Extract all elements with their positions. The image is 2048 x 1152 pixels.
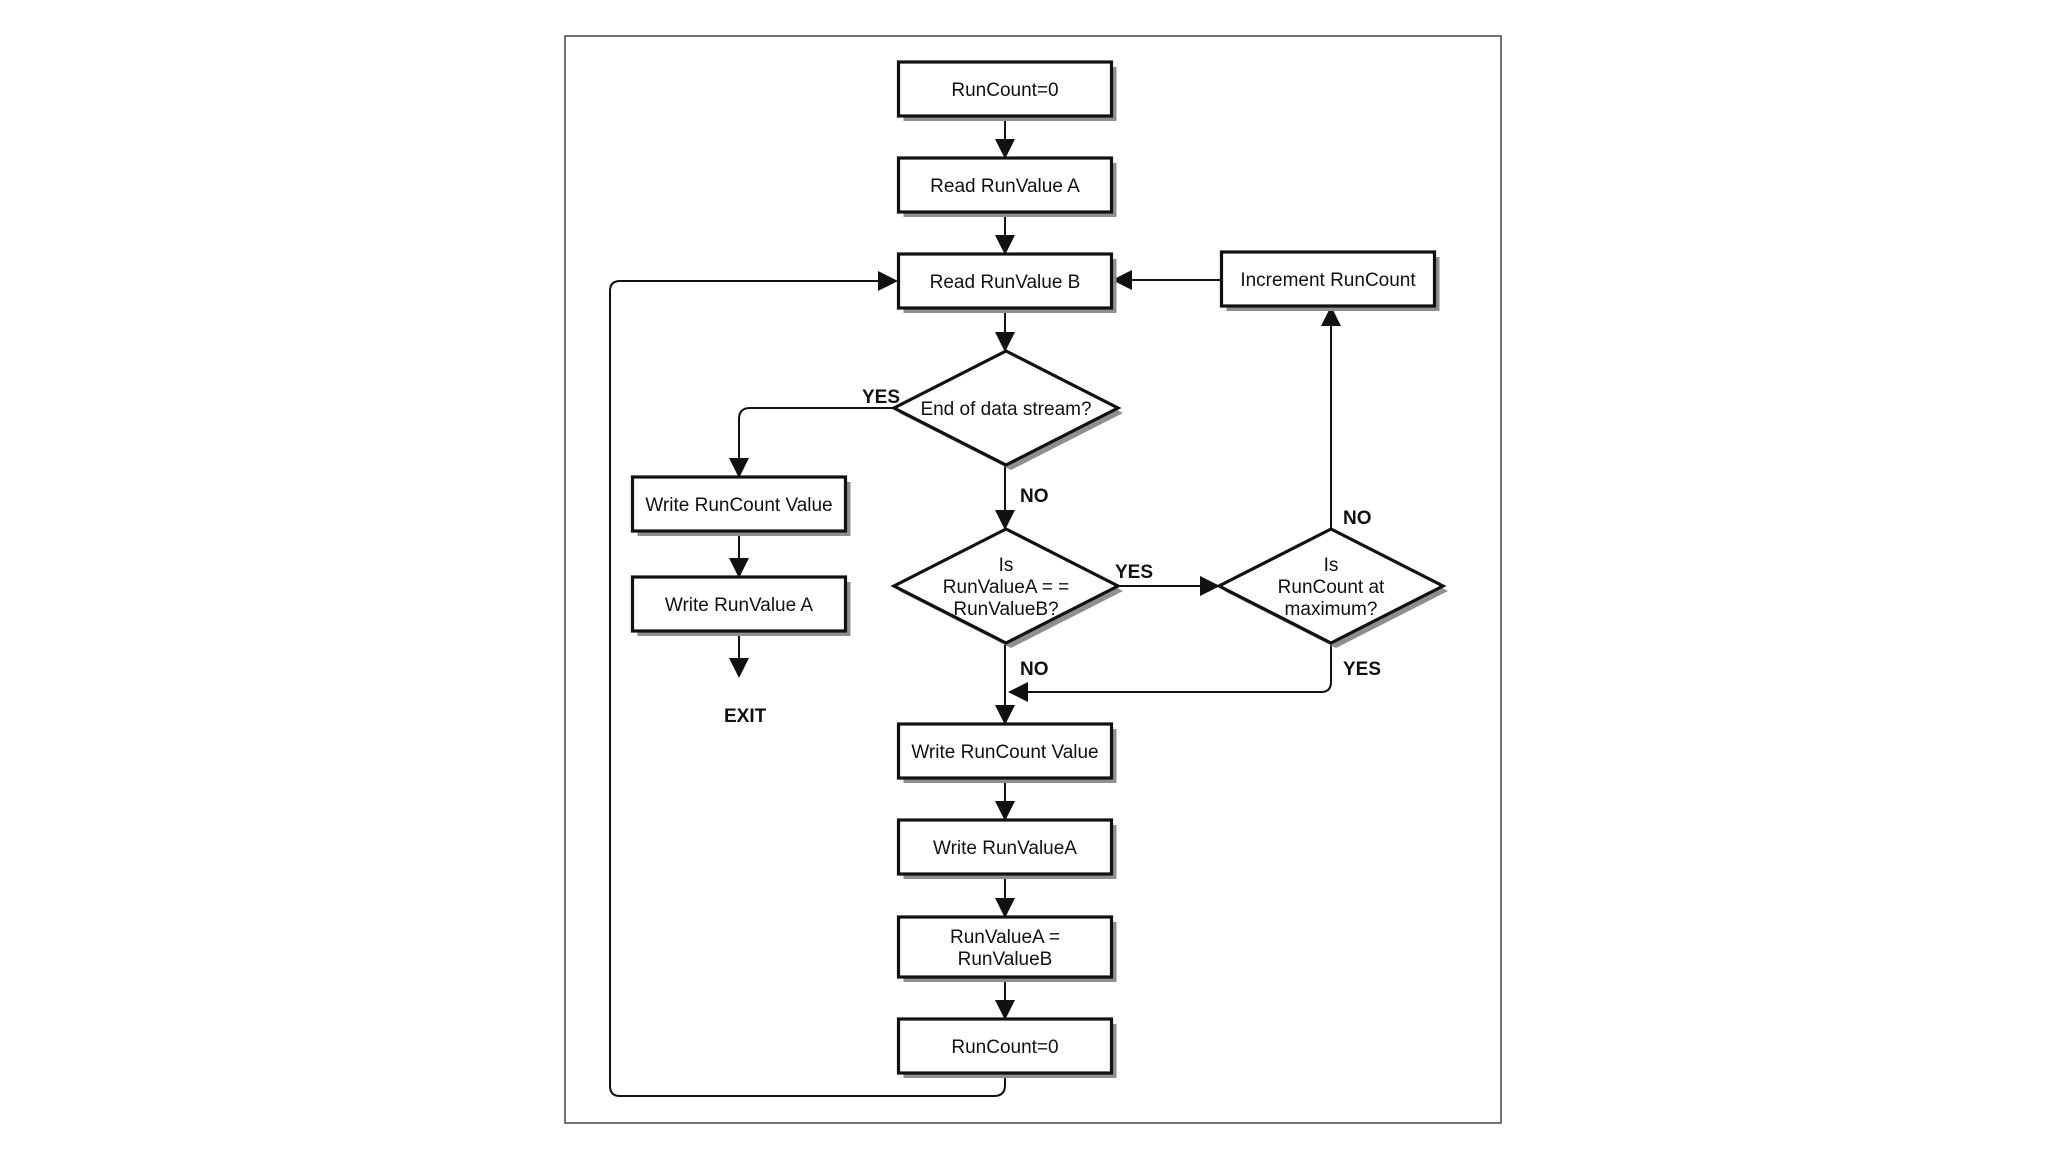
branch-label-yes-end: YES (862, 387, 900, 408)
node-end-stream: End of data stream? (890, 349, 1123, 470)
process-box (896, 915, 1114, 979)
node-label: Is (999, 555, 1014, 576)
branch-labels: YES NO YES NO NO YES EXIT (724, 387, 1381, 727)
process-box (896, 156, 1114, 214)
node-label: Write RunCount Value (645, 495, 832, 516)
edge-end-yes-to-exit-branch (729, 407, 894, 478)
process-box (630, 575, 848, 633)
process-box (1219, 250, 1437, 308)
node-label: Is (1324, 555, 1339, 576)
branch-label-exit: EXIT (724, 706, 767, 727)
node-runcount-zero-end: RunCount=0 (896, 1017, 1117, 1078)
process-box (896, 1017, 1114, 1075)
node-exit-write-a: Write RunValue A (630, 575, 851, 636)
edge-max-yes-to-merge (1008, 643, 1332, 702)
node-read-b: Read RunValue B (896, 252, 1117, 313)
process-box (896, 818, 1114, 876)
node-label: RunCount=0 (951, 80, 1058, 101)
node-label: RunValueA = = (943, 577, 1069, 598)
figure-frame (564, 35, 1502, 1124)
edge-loop-back-to-read-b (609, 271, 1006, 1097)
node-label: Read RunValue A (930, 176, 1080, 197)
node-label: RunValueB (958, 949, 1053, 970)
node-label: Write RunCount Value (911, 742, 1098, 763)
node-label: Write RunValue A (665, 595, 814, 616)
node-label: RunValueB? (953, 599, 1058, 620)
node-label: End of data stream? (920, 399, 1091, 420)
node-label: maximum? (1285, 599, 1378, 620)
branch-label-yes-max: YES (1343, 659, 1381, 680)
node-assign: RunValueA =RunValueB (896, 915, 1117, 982)
process-box (896, 252, 1114, 310)
branch-label-yes-compare: YES (1115, 562, 1153, 583)
node-write-count: Write RunCount Value (896, 722, 1117, 783)
branch-label-no-max: NO (1343, 508, 1372, 529)
node-label: RunCount at (1278, 577, 1385, 598)
decision-diamond (890, 527, 1122, 645)
branch-label-no-compare: NO (1020, 659, 1049, 680)
process-box (630, 475, 848, 533)
connectors (609, 116, 1341, 1097)
node-read-a: Read RunValue A (896, 156, 1117, 217)
node-increment: Increment RunCount (1219, 250, 1440, 311)
node-label: RunCount=0 (951, 1037, 1058, 1058)
process-box (896, 722, 1114, 780)
node-write-a: Write RunValueA (896, 818, 1117, 879)
decision-diamond (890, 349, 1122, 467)
branch-label-no-end: NO (1020, 486, 1049, 507)
node-label: Read RunValue B (930, 272, 1081, 293)
node-label: RunValueA = (950, 927, 1060, 948)
node-runcount-zero-start: RunCount=0 (896, 60, 1117, 121)
process-box (896, 60, 1114, 118)
decision-diamond (1215, 527, 1447, 645)
node-exit-write-count: Write RunCount Value (630, 475, 851, 536)
node-label: Increment RunCount (1240, 270, 1416, 291)
node-label: Write RunValueA (933, 838, 1077, 859)
